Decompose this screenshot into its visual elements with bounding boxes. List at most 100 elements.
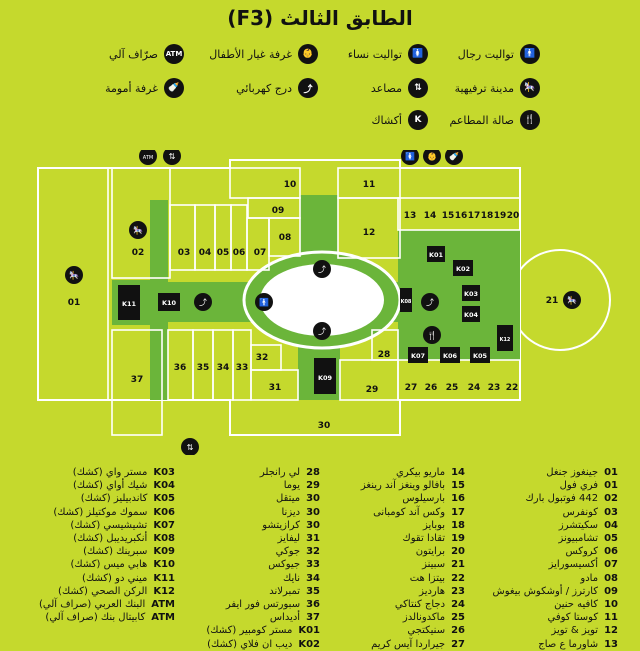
kiosk-label: K06 [443,352,458,360]
legend-label: تواليت رجال [457,47,514,61]
kiosk-k03 [462,285,480,301]
kiosk-k08 [400,288,412,312]
floor-map: 01 02 03 04 05 06 07 08 09 10 11 12 13 1… [37,150,611,455]
kiosk-label: K03 [464,290,478,298]
entertainment-icon [65,266,83,284]
unit-label: 21 [546,296,559,306]
unit-label: 25 [446,383,459,393]
entertainment-icon [129,221,147,239]
legend-label: أكشاك [371,113,402,127]
nursing-room-icon [445,150,463,165]
kiosk-k06 [440,347,460,363]
unit-label: 10 [284,180,297,190]
elevator-icon [181,438,199,455]
unit-label: 13 [404,211,417,221]
men-toilet-icon [255,293,273,311]
kiosk-k07 [408,347,428,363]
unit-label: 15 [442,211,455,221]
atm-icon: ATM [164,44,184,64]
elevator-icon: ⇅ [408,78,428,98]
unit-label: 11 [363,180,376,190]
kiosk-icon: K [408,110,428,130]
page-title: الطابق الثالث (F3) [227,6,413,30]
unit-label: 16 [455,211,468,221]
kiosk-k04 [462,306,480,322]
entertainment-icon [563,291,581,309]
women-toilet-icon: 🚺 [408,44,428,64]
legend-men-toilet: 🚹 تواليت رجال [458,44,540,64]
unit-label: 37 [131,375,144,385]
kiosk-k05 [470,347,490,363]
legend-entertainment: 🎠مدينة ترفيهية [455,78,540,98]
legend-label: صالة المطاعم [449,113,514,127]
baby-change-icon [423,150,441,165]
unit-37 [111,329,163,436]
men-toilet-icon: 🚹 [520,44,540,64]
svg-text:ATM: ATM [143,155,153,161]
kiosk-label: K08 [401,299,412,305]
kiosk-label: K02 [456,265,470,273]
unit-21-outline [519,249,611,351]
legend-label: درج كهربائي [236,81,292,95]
legend-label: غرفة أمومة [105,81,158,95]
baby-change-icon: 👶 [298,44,318,64]
legend-baby-change: 👶 غرفة غيار الأطفال [209,44,318,64]
kiosk-label: K07 [411,352,425,360]
svg-text:⤴: ⤴ [199,297,207,307]
unit-label: 01 [68,298,81,308]
unit-label: 28 [378,350,391,360]
legend-label: غرفة غيار الأطفال [209,47,292,61]
kiosk-label: K10 [162,299,177,307]
kiosk-label: K05 [473,352,488,360]
kiosk-label: K09 [318,374,333,382]
legend-label: تواليت نساء [347,47,402,61]
nursing-room-icon: 🍼 [164,78,184,98]
unit-label: 20 [507,211,520,221]
svg-text:⇅: ⇅ [187,443,194,452]
unit-label: 03 [178,248,191,258]
unit-label: 31 [269,383,282,393]
kiosk-label: K12 [500,337,511,343]
corridor-north [300,195,338,262]
svg-text:⇅: ⇅ [169,152,176,161]
unit-label: 32 [256,353,269,363]
legend-label: مصاعد [370,81,402,95]
food-court-icon [423,326,441,344]
svg-text:🚺: 🚺 [405,151,415,161]
unit-label: 18 [481,211,494,221]
entertainment-icon: 🎠 [520,78,540,98]
kiosk-k09 [314,358,336,394]
legend-elevator: ⇅ مصاعد [371,78,428,98]
unit-label: 05 [217,248,230,258]
unit-01 [37,167,109,401]
